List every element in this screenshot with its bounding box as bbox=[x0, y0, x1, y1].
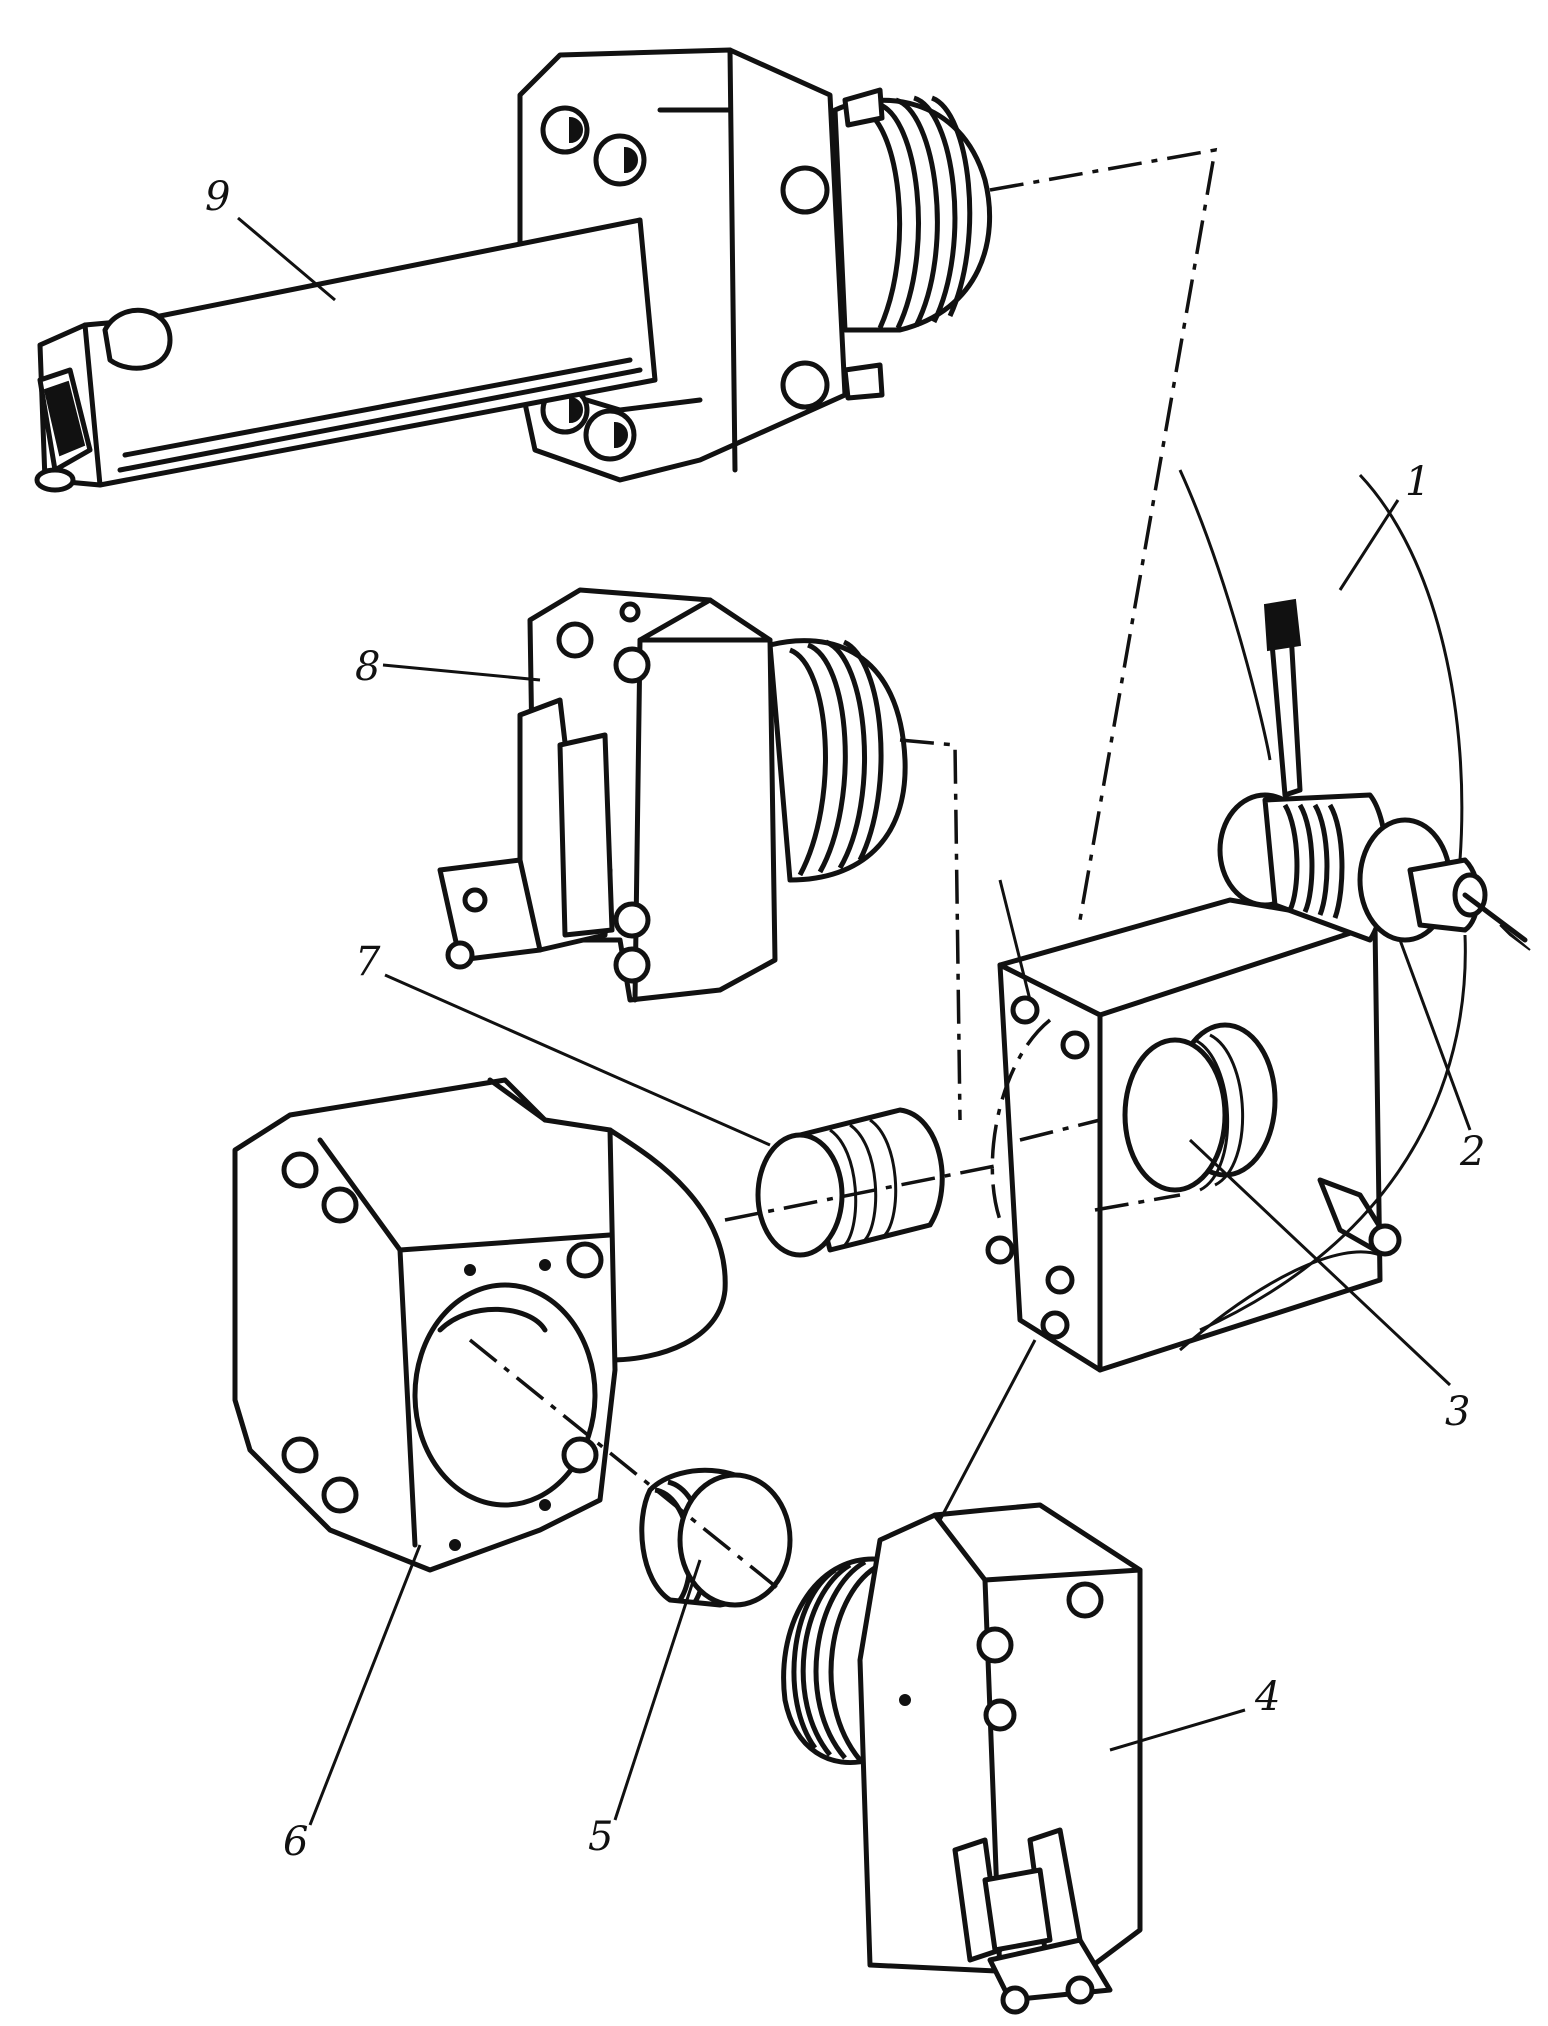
part-5-threaded-plug bbox=[639, 1467, 793, 1608]
part-4-tool-holder bbox=[781, 1502, 1143, 2015]
part-6-housing bbox=[232, 1077, 728, 1573]
callout-4: 4 bbox=[1254, 1674, 1280, 1720]
callout-6: 6 bbox=[283, 1819, 308, 1865]
callout-labels: 9 8 7 1 2 3 4 5 6 bbox=[205, 174, 1485, 1865]
callout-1: 1 bbox=[1405, 459, 1430, 505]
part-1-mounting-plate bbox=[985, 897, 1383, 1373]
callout-2: 2 bbox=[1459, 1129, 1485, 1175]
part-7-bushing bbox=[755, 1107, 945, 1258]
callout-3: 3 bbox=[1445, 1389, 1470, 1435]
part-9-boring-bar-holder bbox=[34, 47, 993, 493]
leader-lines bbox=[237, 216, 1472, 1826]
callout-7: 7 bbox=[355, 939, 381, 985]
callout-8: 8 bbox=[355, 644, 380, 690]
assembly-axis-lines bbox=[468, 147, 1467, 1592]
callout-5: 5 bbox=[588, 1814, 613, 1860]
callout-9: 9 bbox=[205, 174, 230, 220]
part-2-adjusting-screw bbox=[1217, 598, 1531, 1257]
part-8-tool-holder-block bbox=[437, 587, 908, 1003]
